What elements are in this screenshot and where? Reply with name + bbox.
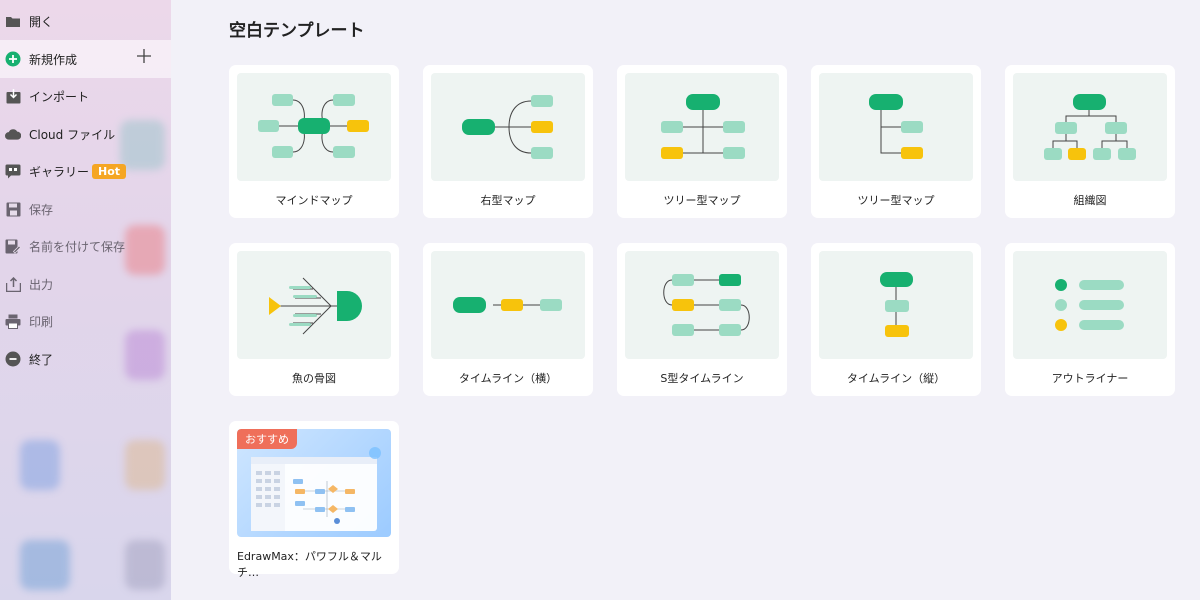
import-icon [5,88,21,104]
template-label: 組織図 [1073,194,1107,207]
promo-thumbnail: おすすめ [237,429,391,537]
sidebar: 開く 新規作成 インポート Cloud ファイル ギャラリー Hot 保存 [0,0,171,600]
right-map-thumbnail [431,73,585,181]
sidebar-item-label: Cloud ファイル [29,127,116,142]
template-card-timeline-vertical[interactable]: タイムライン（縦） [811,243,981,396]
print-icon [5,313,21,329]
template-label: タイムライン（縦） [846,372,946,385]
sidebar-item-label: 開く [29,14,54,29]
exit-icon [5,351,21,367]
template-label: S型タイムライン [660,372,744,385]
fishbone-thumbnail [237,251,391,359]
tree-map-thumbnail [625,73,779,181]
sidebar-item-gallery[interactable]: ギャラリー Hot [0,152,171,190]
template-label: 魚の骨図 [292,372,336,385]
template-card-tree-map-1[interactable]: ツリー型マップ [617,65,787,218]
template-label: アウトライナー [1051,372,1129,385]
template-label: ツリー型マップ [663,194,741,207]
sidebar-item-label: 保存 [29,202,54,217]
hot-badge: Hot [92,163,127,179]
timeline-horizontal-thumbnail [431,251,585,359]
template-card-s-timeline[interactable]: S型タイムライン [617,243,787,396]
template-label: 右型マップ [480,194,536,207]
folder-icon [5,13,21,29]
sidebar-item-label: 終了 [29,352,54,367]
gallery-icon [5,163,21,179]
org-chart-thumbnail [1013,73,1167,181]
sidebar-item-label: 名前を付けて保存 [29,239,126,254]
sidebar-item-label: ギャラリー [29,164,90,179]
sidebar-item-cloud[interactable]: Cloud ファイル [0,115,171,153]
sidebar-item-export[interactable]: 出力 [0,265,171,303]
outliner-thumbnail [1013,251,1167,359]
sidebar-item-label: 印刷 [29,314,54,329]
promo-card-edrawmax[interactable]: おすすめ EdrawMax：パワフル＆マルチ… [229,421,399,579]
sidebar-item-exit[interactable]: 終了 [0,340,171,378]
template-card-fishbone[interactable]: 魚の骨図 [229,243,399,396]
promo-label: EdrawMax：パワフル＆マルチ… [237,550,382,579]
add-icon[interactable] [137,49,151,63]
recommended-badge: おすすめ [237,429,297,449]
export-icon [5,276,21,292]
template-label: マインドマップ [275,194,353,207]
sidebar-item-label: 出力 [29,277,54,292]
template-card-right-map[interactable]: 右型マップ [423,65,593,218]
sidebar-item-open[interactable]: 開く [0,2,171,40]
sidebar-item-save-as[interactable]: 名前を付けて保存 [0,227,171,265]
template-card-tree-map-2[interactable]: ツリー型マップ [811,65,981,218]
template-label: ツリー型マップ [857,194,935,207]
timeline-vertical-thumbnail [819,251,973,359]
sidebar-item-import[interactable]: インポート [0,77,171,115]
tree-map-thumbnail [819,73,973,181]
s-timeline-thumbnail [625,251,779,359]
template-card-org-chart[interactable]: 組織図 [1005,65,1175,218]
section-title: 空白テンプレート [229,21,365,41]
save-icon [5,201,21,217]
sidebar-item-label: 新規作成 [29,52,78,67]
sidebar-item-new[interactable]: 新規作成 [0,40,171,78]
sidebar-item-print[interactable]: 印刷 [0,302,171,340]
sidebar-item-label: インポート [29,89,90,104]
cloud-icon [5,126,21,142]
mindmap-thumbnail [237,73,391,181]
sidebar-item-save[interactable]: 保存 [0,190,171,228]
save-as-icon [5,238,21,254]
template-card-outliner[interactable]: アウトライナー [1005,243,1175,396]
plus-circle-icon [5,51,21,67]
template-card-mindmap[interactable]: マインドマップ [229,65,399,218]
template-card-timeline-horizontal[interactable]: タイムライン（横） [423,243,593,396]
template-label: タイムライン（横） [458,372,558,385]
